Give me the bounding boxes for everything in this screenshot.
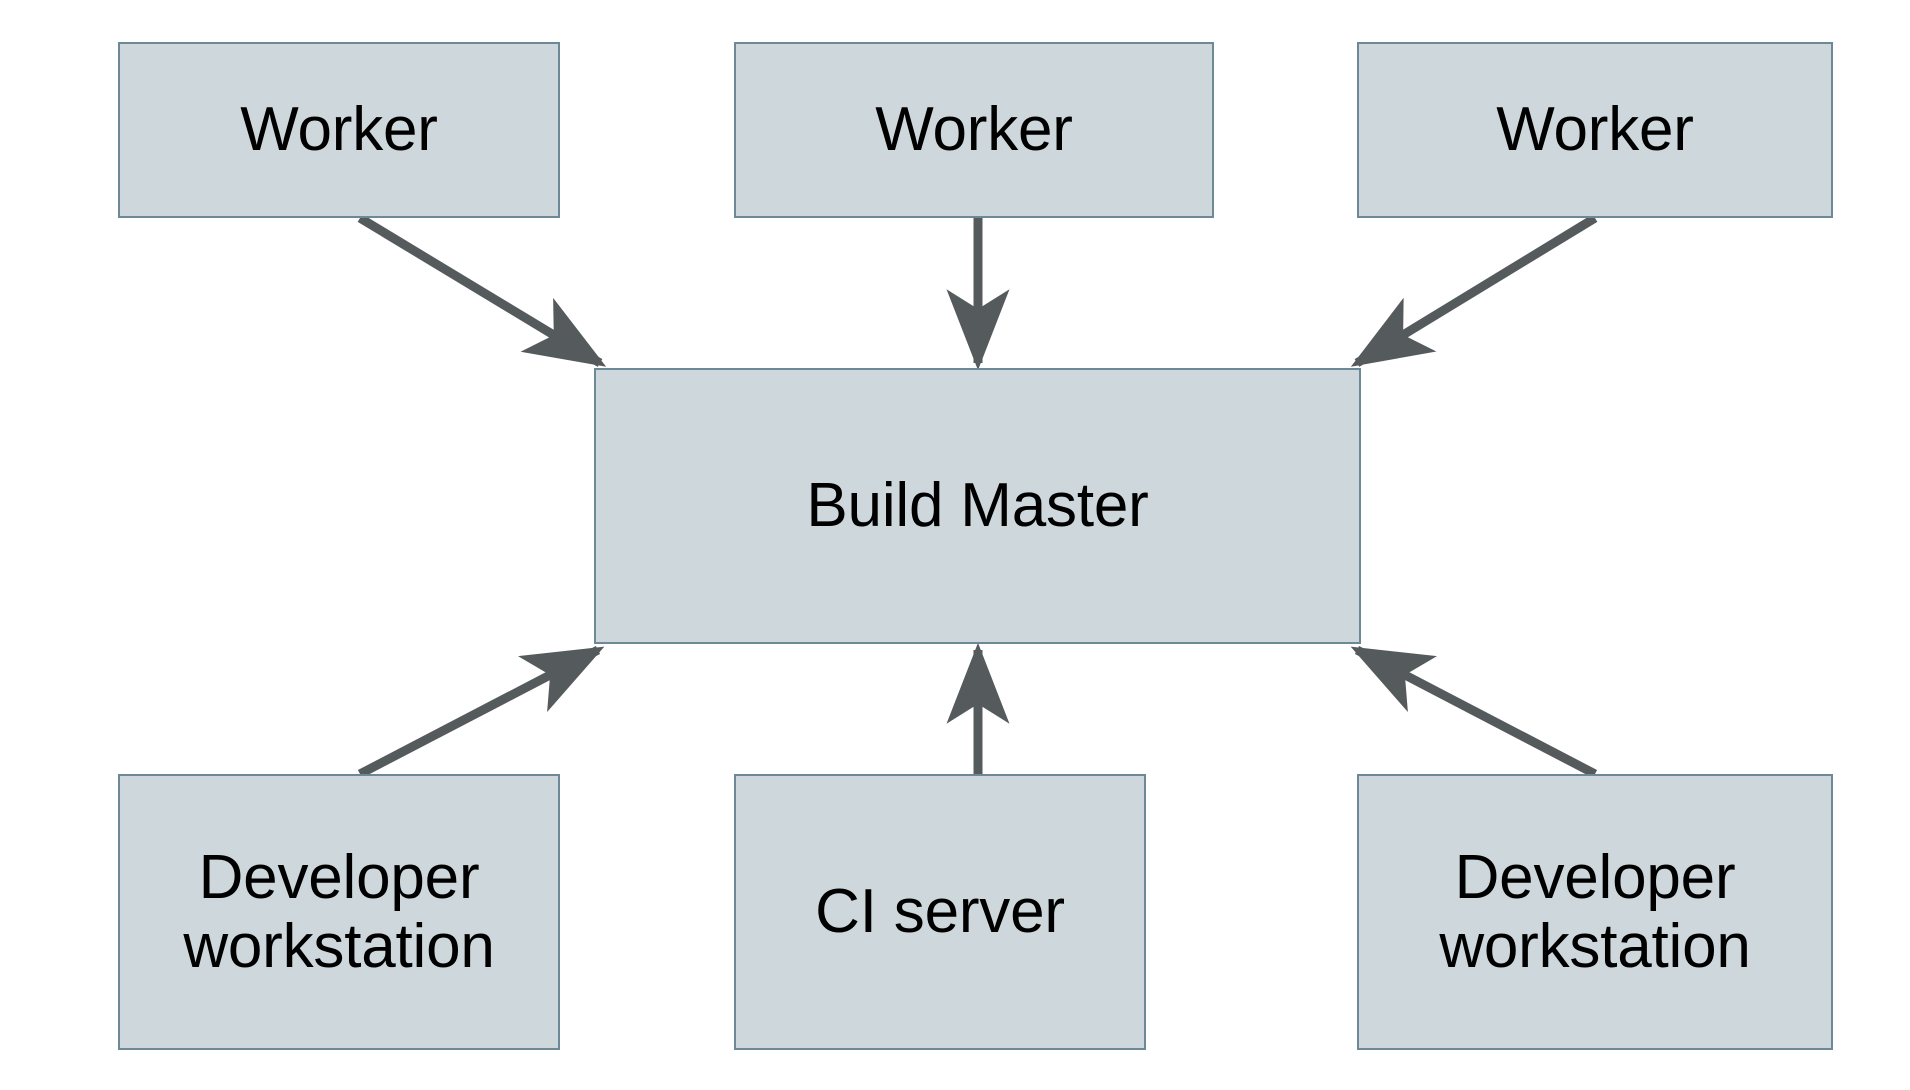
node-worker-3[interactable]: Worker: [1357, 42, 1833, 218]
node-worker-3-label: Worker: [1496, 95, 1694, 165]
node-worker-2-label: Worker: [875, 95, 1073, 165]
node-worker-1[interactable]: Worker: [118, 42, 560, 218]
node-developer-workstation-right[interactable]: Developer workstation: [1357, 774, 1833, 1050]
node-developer-workstation-right-label: Developer workstation: [1439, 842, 1751, 981]
node-ci-server[interactable]: CI server: [734, 774, 1146, 1050]
edge-devws2-master: [1350, 646, 1598, 778]
node-build-master[interactable]: Build Master: [594, 368, 1361, 644]
node-worker-2[interactable]: Worker: [734, 42, 1214, 218]
edge-devws1-master: [357, 646, 605, 778]
edge-worker3-master: [1350, 214, 1598, 367]
node-developer-workstation-left-label: Developer workstation: [183, 842, 495, 981]
node-ci-server-label: CI server: [815, 877, 1065, 947]
node-worker-1-label: Worker: [240, 95, 438, 165]
edge-worker1-master: [357, 214, 607, 367]
node-developer-workstation-left[interactable]: Developer workstation: [118, 774, 560, 1050]
node-build-master-label: Build Master: [806, 471, 1149, 541]
